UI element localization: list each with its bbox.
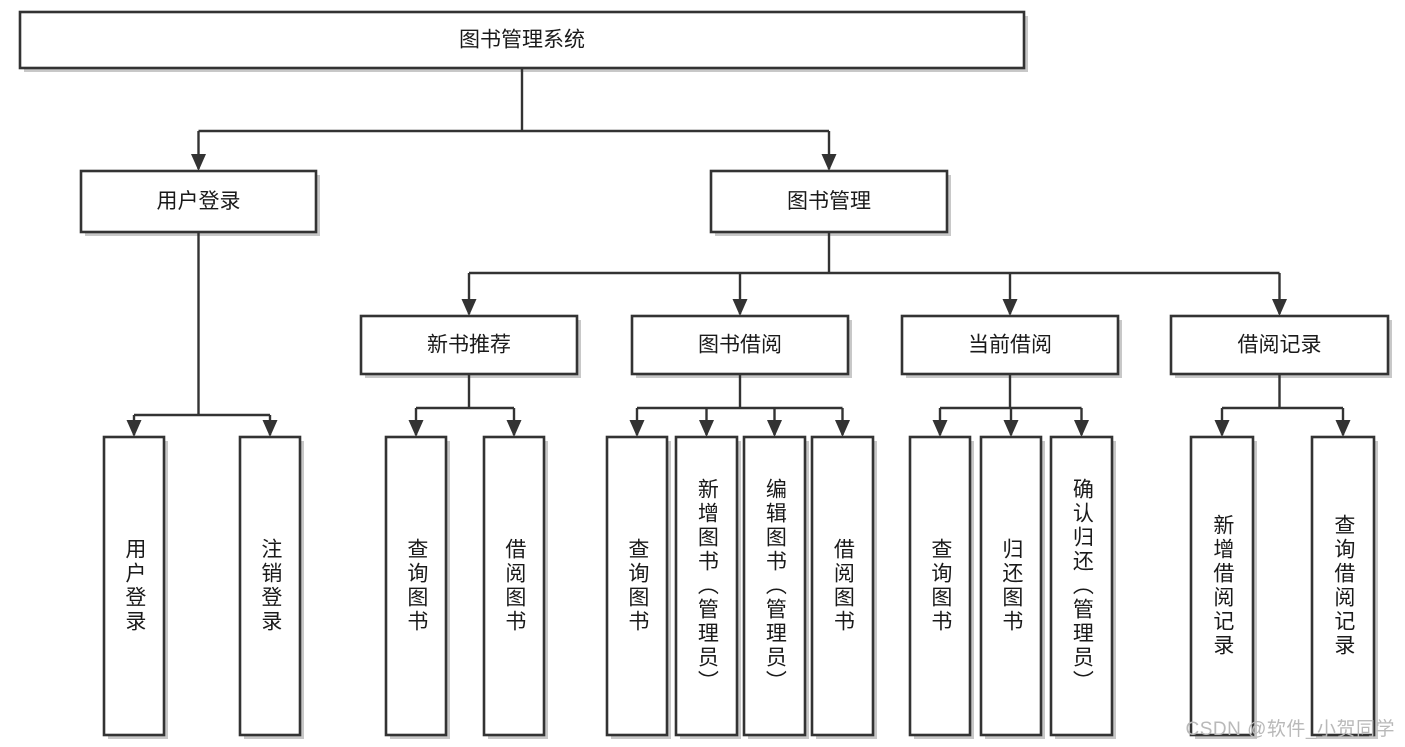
arrow-level3-2 (1002, 299, 1018, 316)
node-level2-label-0: 用户登录 (157, 190, 241, 213)
arrow-leaf-用户登录-1 (262, 420, 278, 437)
arrow-leaf-当前借阅-0 (932, 420, 948, 437)
node-leaf-11[interactable] (1189, 435, 1255, 737)
arrow-leaf-当前借阅-2 (1074, 420, 1089, 437)
node-level2-0[interactable] (79, 169, 318, 234)
arrow-level3-3 (1272, 299, 1287, 316)
watermark-text: CSDN @软件_小贺同学 (1185, 719, 1395, 740)
node-leaf-4[interactable] (605, 435, 669, 737)
node-leaf-5[interactable] (674, 435, 739, 737)
node-leaf-1[interactable] (238, 435, 302, 737)
arrow-leaf-当前借阅-1 (1003, 420, 1019, 437)
node-leaf-12[interactable] (1310, 435, 1376, 737)
arrow-leaf-借阅记录-1 (1335, 420, 1351, 437)
arrow-leaf-借阅记录-0 (1214, 420, 1230, 437)
arrow-level2-0 (191, 154, 206, 171)
node-leaf-3[interactable] (482, 435, 546, 737)
node-leaf-10[interactable] (1049, 435, 1114, 737)
arrow-leaf-图书借阅-2 (767, 420, 782, 437)
arrow-level3-0 (461, 299, 477, 316)
arrow-leaf-用户登录-0 (126, 420, 142, 437)
node-level3-0[interactable] (359, 314, 579, 376)
box-layer (18, 10, 1390, 737)
node-level3-label-2: 当前借阅 (968, 334, 1052, 357)
node-level3-1[interactable] (630, 314, 850, 376)
node-root[interactable] (18, 10, 1026, 70)
arrow-leaf-新书推荐-0 (408, 420, 424, 437)
node-leaf-7[interactable] (810, 435, 875, 737)
connector-layer (126, 68, 1351, 437)
node-level2-label-1: 图书管理 (787, 190, 871, 213)
node-level2-1[interactable] (709, 169, 949, 234)
node-level3-label-1: 图书借阅 (698, 334, 782, 357)
node-leaf-0[interactable] (102, 435, 166, 737)
node-level3-3[interactable] (1169, 314, 1390, 376)
node-leaf-6[interactable] (742, 435, 807, 737)
node-level3-label-0: 新书推荐 (427, 334, 511, 357)
node-leaf-9[interactable] (979, 435, 1043, 737)
node-leaf-8[interactable] (908, 435, 972, 737)
node-level3-2[interactable] (900, 314, 1120, 376)
arrow-leaf-图书借阅-1 (699, 420, 714, 437)
arrow-level3-1 (732, 299, 748, 316)
node-root-label: 图书管理系统 (459, 29, 585, 52)
arrow-leaf-图书借阅-3 (835, 420, 850, 437)
arrow-leaf-图书借阅-0 (629, 420, 645, 437)
node-leaf-2[interactable] (384, 435, 448, 737)
arrow-leaf-新书推荐-1 (506, 420, 522, 437)
arrow-level2-1 (821, 154, 837, 171)
node-level3-label-3: 借阅记录 (1238, 334, 1322, 357)
